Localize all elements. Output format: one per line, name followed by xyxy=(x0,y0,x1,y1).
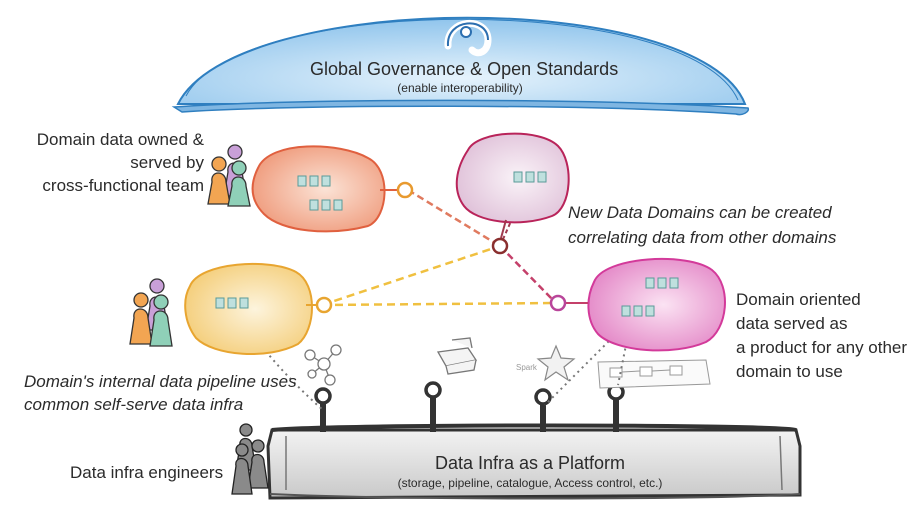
domain-team-label-3: cross-functional team xyxy=(42,176,204,195)
link-pink-to-new xyxy=(499,245,557,304)
data-product-icon xyxy=(513,171,547,183)
domain-pink xyxy=(549,257,726,352)
governance-logo-icon xyxy=(444,20,492,57)
pipeline-label-1: Domain's internal data pipeline uses xyxy=(24,372,297,391)
domain-product-label-3: a product for any other xyxy=(736,338,908,357)
new-domains-label-1: New Data Domains can be created xyxy=(568,203,832,222)
platform-slab xyxy=(266,423,802,500)
link-pink-to-yellow xyxy=(321,301,557,307)
domain-team-label-2: served by xyxy=(130,153,204,172)
data-product-icon xyxy=(297,175,343,211)
flow-sketch-icon xyxy=(597,359,711,389)
governance-dome xyxy=(171,16,750,116)
data-product-icon xyxy=(215,297,249,309)
domain-product-label-4: domain to use xyxy=(736,362,843,381)
team-people-icon-top xyxy=(207,144,251,207)
platform-subtitle: (storage, pipeline, catalogue, Access co… xyxy=(397,476,663,490)
graph-sketch-icon xyxy=(304,344,342,386)
platform-port-2 xyxy=(424,381,442,432)
domain-product-label-2: data served as xyxy=(736,314,848,333)
domain-product-label-1: Domain oriented xyxy=(736,290,861,309)
data-product-icon xyxy=(621,277,679,317)
domain-purple xyxy=(455,132,570,255)
star-sketch-icon xyxy=(536,344,576,382)
infra-engineers-icon xyxy=(231,423,269,495)
team-people-icon-bottom xyxy=(129,278,173,347)
domain-yellow xyxy=(184,263,333,355)
pipeline-label-2: common self-serve data infra xyxy=(24,395,244,414)
platform-port-3 xyxy=(534,388,552,432)
domain-team-label-1: Domain data owned & xyxy=(36,130,204,149)
governance-title: Global Governance & Open Standards xyxy=(310,59,619,79)
sketch-word: Spark xyxy=(516,363,538,372)
storage-sketch-icon xyxy=(436,337,478,375)
platform-port-1 xyxy=(314,387,332,432)
domain-orange xyxy=(251,145,414,233)
new-domains-label-2: correlating data from other domains xyxy=(568,228,837,247)
governance-subtitle: (enable interoperability) xyxy=(397,81,523,95)
link-new-to-orange xyxy=(407,188,501,248)
link-new-to-yellow xyxy=(321,244,501,307)
platform-title: Data Infra as a Platform xyxy=(434,453,626,473)
infra-engineers-label: Data infra engineers xyxy=(70,463,224,482)
